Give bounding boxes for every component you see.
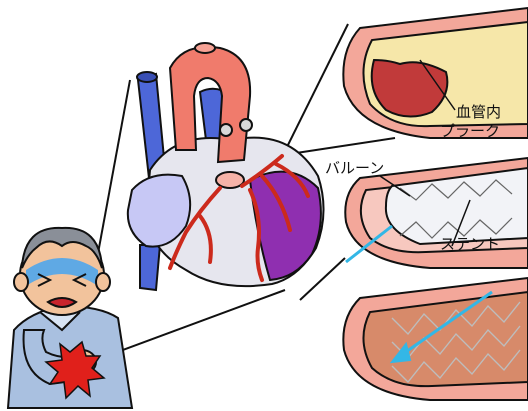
plaque-label-line1: 血管内	[456, 104, 501, 121]
heart-illustration	[128, 43, 324, 290]
plaque-label-line2: プラーク	[440, 123, 500, 140]
vessel-stent-section	[343, 278, 528, 400]
balloon-label: バルーン	[325, 160, 384, 177]
stent-label: ステント	[440, 236, 500, 253]
